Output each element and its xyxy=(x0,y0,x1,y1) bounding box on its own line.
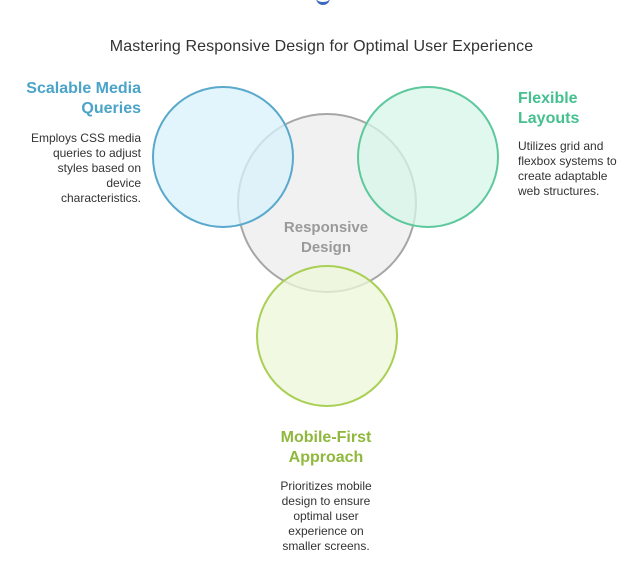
description-line: web structures. xyxy=(518,184,600,198)
description-line: device xyxy=(106,176,141,190)
diagram-title: Mastering Responsive Design for Optimal … xyxy=(109,38,534,55)
heading-line1: Mobile-First xyxy=(280,429,372,446)
heading-line1: Scalable Media xyxy=(26,80,141,97)
center-label-line2: Design xyxy=(300,239,351,256)
description-flexible-layouts: Utilizes grid and flexbox systems to cre… xyxy=(518,139,636,199)
description-line: design to ensure xyxy=(281,494,371,508)
description-line: optimal user xyxy=(293,509,359,523)
heading-line2: Approach xyxy=(288,449,364,466)
description-line: smaller screens. xyxy=(282,539,370,553)
description-line: characteristics. xyxy=(60,191,141,205)
heading-line2: Queries xyxy=(81,100,141,117)
description-line: Prioritizes mobile xyxy=(280,479,372,493)
heading-line2: Layouts xyxy=(518,110,580,127)
circle-scalable-media-queries xyxy=(152,86,294,228)
center-label: Responsive Design xyxy=(251,218,401,258)
description-line: Utilizes grid and xyxy=(518,139,604,153)
description-mobile-first-approach: Prioritizes mobile design to ensure opti… xyxy=(252,479,400,554)
description-line: flexbox systems to xyxy=(518,154,617,168)
center-label-line1: Responsive xyxy=(283,219,369,236)
description-line: queries to adjust xyxy=(52,146,141,160)
description-line: create adaptable xyxy=(518,169,608,183)
circle-flexible-layouts xyxy=(357,86,499,228)
heading-scalable-media-queries: Scalable Media Queries xyxy=(10,79,141,119)
heading-mobile-first-approach: Mobile-First Approach xyxy=(246,428,406,468)
description-scalable-media-queries: Employs CSS media queries to adjust styl… xyxy=(10,131,141,206)
circle-mobile-first xyxy=(256,265,398,407)
description-line: experience on xyxy=(288,524,364,538)
description-line: Employs CSS media xyxy=(30,131,141,145)
top-title-fragment xyxy=(316,0,330,5)
heading-flexible-layouts: Flexible Layouts xyxy=(518,89,628,129)
heading-line1: Flexible xyxy=(518,90,578,107)
description-line: styles based on xyxy=(57,161,141,175)
